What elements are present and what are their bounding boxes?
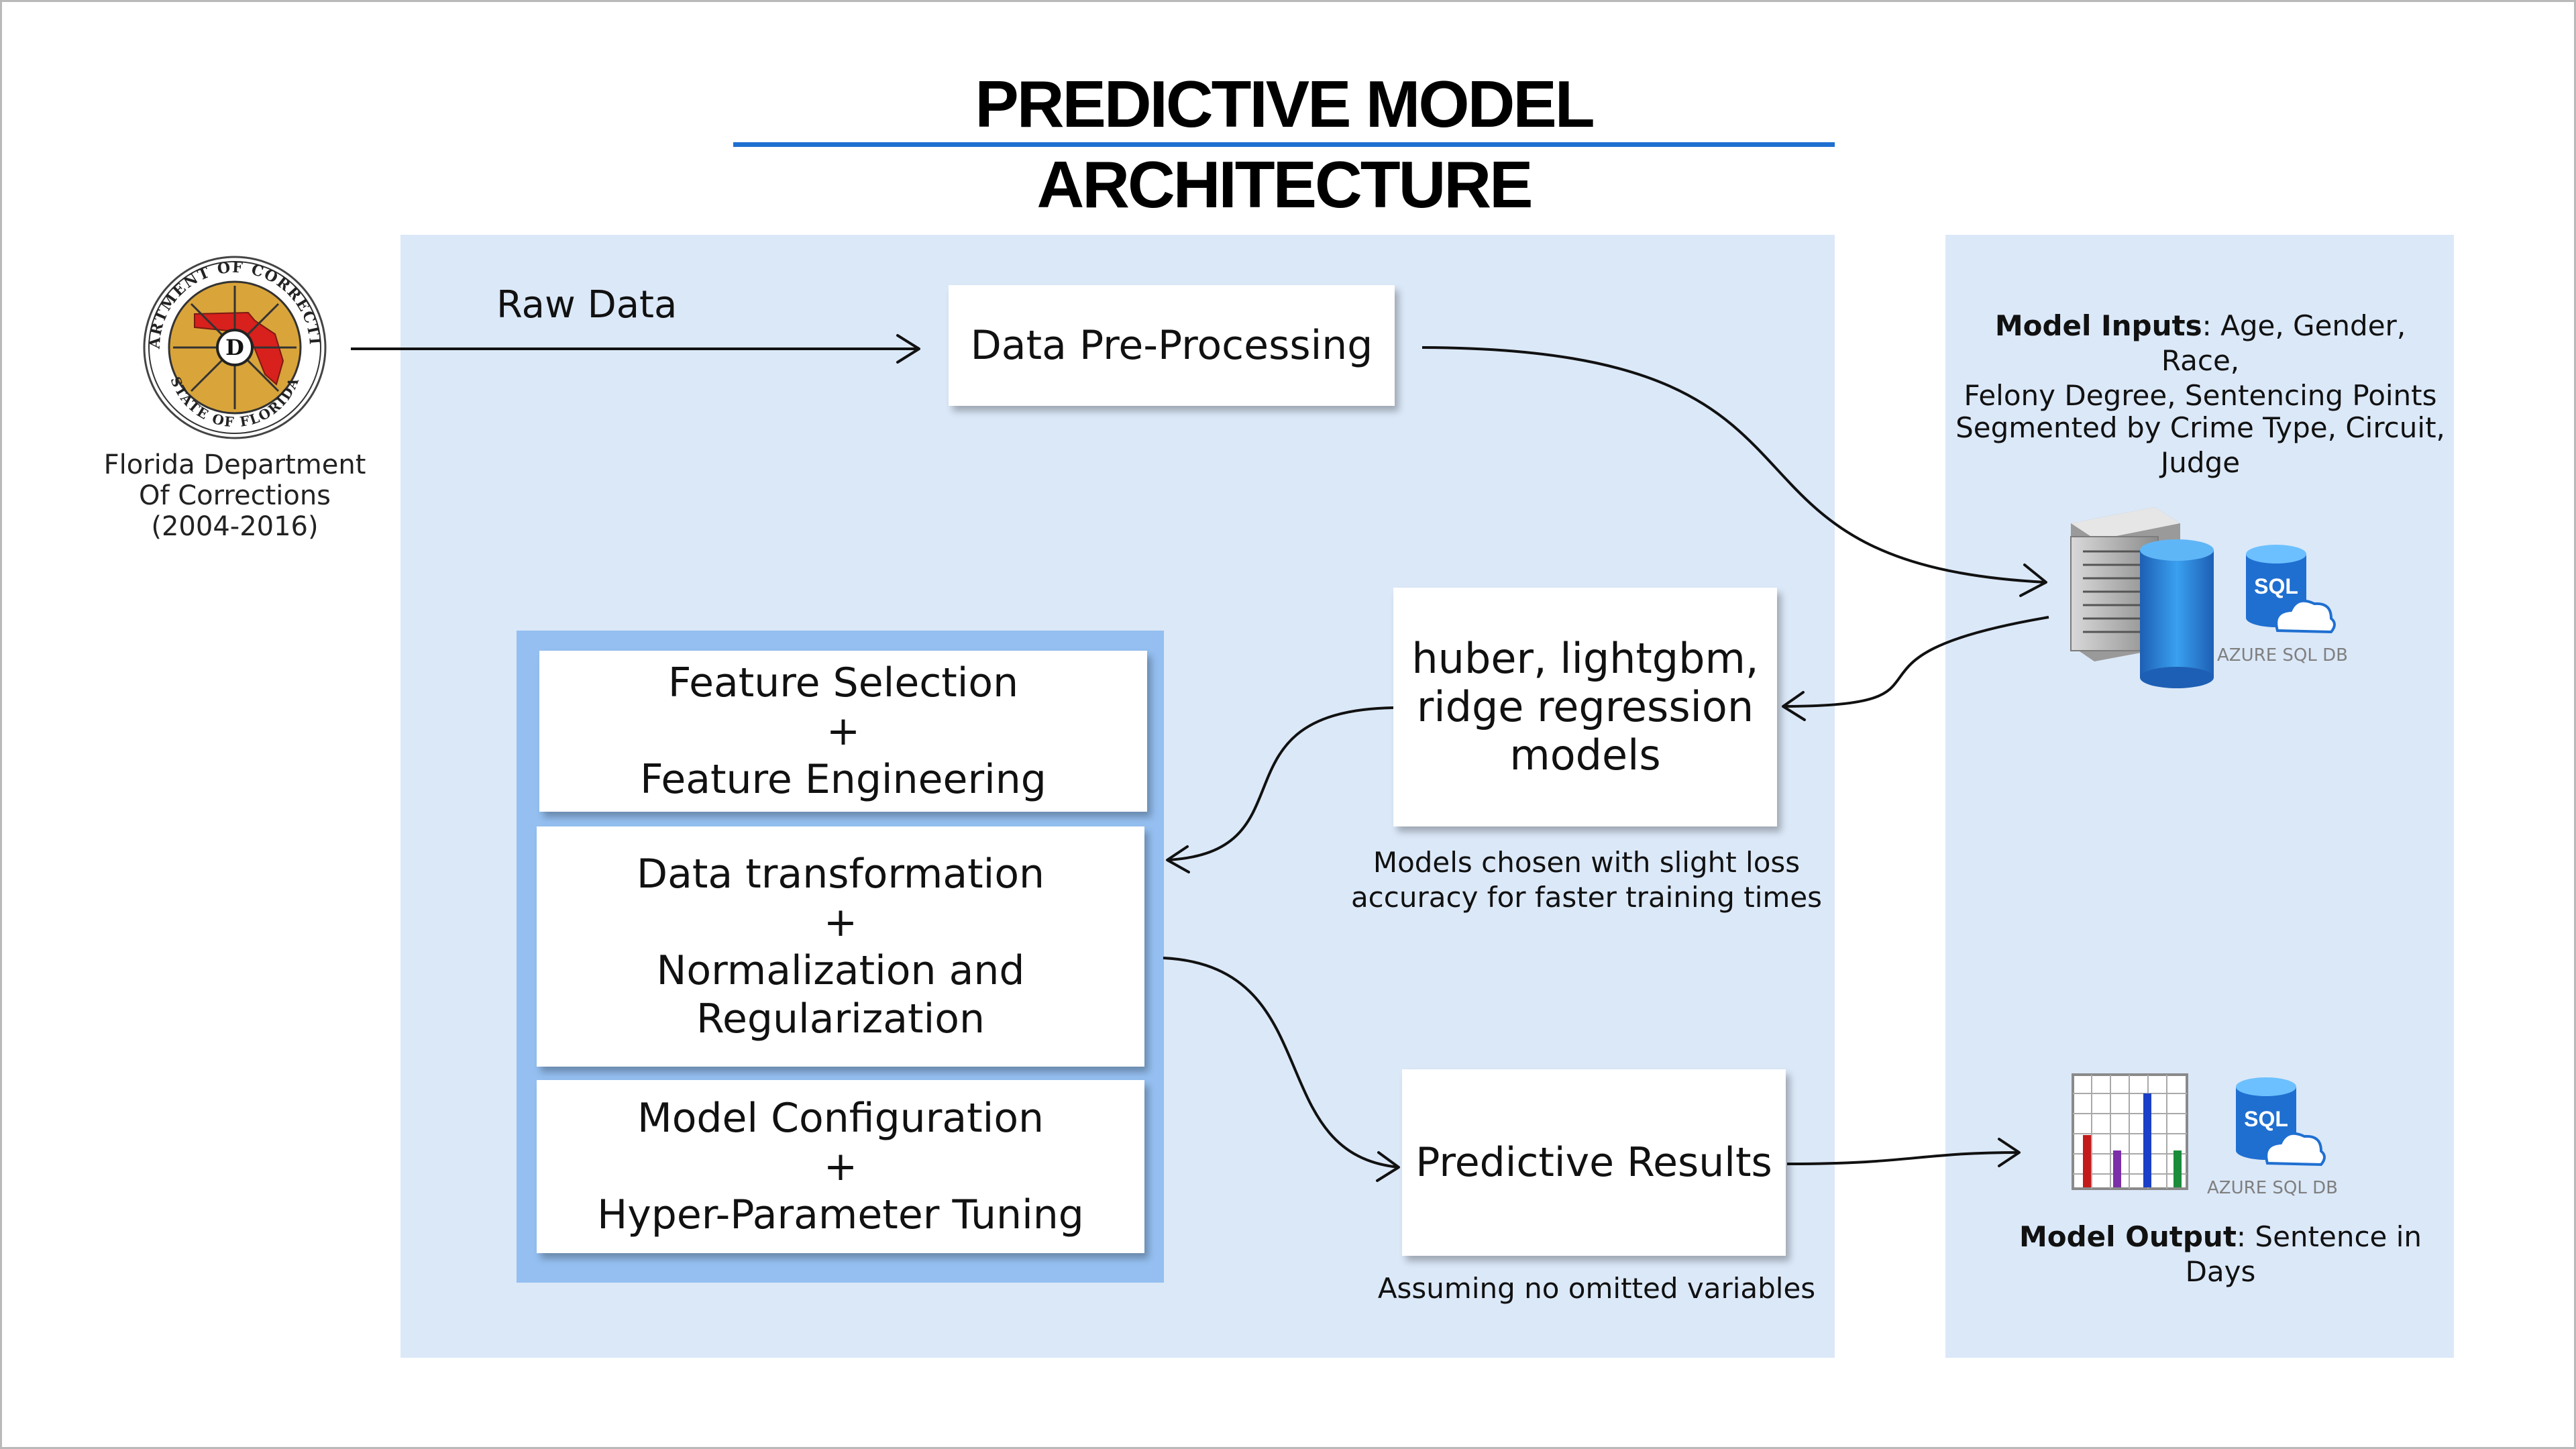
config-line1: Model Configuration [637,1095,1044,1142]
models-box: huber, lightgbm, ridge regression models [1393,588,1777,826]
transform-line1: Data transformation [636,851,1045,898]
models-note-line2: accuracy for faster training times [1350,881,1823,914]
feature-box: Feature Selection + Feature Engineering [539,651,1147,812]
source-line2: Of Corrections [138,480,331,511]
segmentation-line1: Segmented by Crime Type, Circuit, [1955,411,2445,444]
config-box: Model Configuration + Hyper-Parameter Tu… [537,1080,1144,1253]
page-title: PREDICTIVE MODEL ARCHITECTURE [975,67,1595,221]
models-note-line1: Models chosen with slight loss [1373,846,1801,879]
model-inputs-line2: Felony Degree, Sentencing Points [1964,379,2437,412]
results-label: Predictive Results [1415,1139,1772,1186]
preprocessing-label: Data Pre-Processing [970,322,1373,369]
feature-line1: Feature Selection [667,659,1019,706]
transform-line3: Normalization and [656,947,1025,994]
source-years: (2004-2016) [151,511,319,542]
preprocessing-box: Data Pre-Processing [949,285,1395,406]
results-box: Predictive Results [1402,1069,1786,1256]
model-output-value: : Sentence in Days [2185,1220,2422,1288]
title-underline [733,142,1835,147]
segmentation-text: Segmented by Crime Type, Circuit, Judge [1952,411,2449,480]
model-inputs-text: Model Inputs: Age, Gender, Race, Felony … [1952,309,2449,413]
segmentation-line2: Judge [2160,446,2241,479]
models-line3: models [1509,731,1661,780]
feature-line3: Feature Engineering [640,756,1046,803]
model-output-label: Model Output [2019,1220,2237,1253]
model-output-text: Model Output: Sentence in Days [1986,1220,2455,1289]
source-label: Florida Department Of Corrections (2004-… [87,449,382,542]
transform-line2: + [823,899,858,946]
config-line2: + [823,1143,858,1190]
source-line1: Florida Department [103,449,366,480]
raw-data-label: Raw Data [496,283,678,327]
model-inputs-line1: : Age, Gender, Race, [2161,309,2406,377]
config-line3: Hyper-Parameter Tuning [597,1191,1084,1238]
results-note: Assuming no omitted variables [1377,1272,1816,1305]
models-note: Models chosen with slight loss accuracy … [1328,845,1845,915]
azure-db-label-top: AZURE SQL DB [2217,645,2348,665]
models-line2: ridge regression [1416,682,1754,731]
azure-db-label-bottom: AZURE SQL DB [2207,1178,2338,1198]
transform-line4: Regularization [696,996,985,1042]
transform-box: Data transformation + Normalization and … [537,826,1144,1067]
model-inputs-label: Model Inputs [1994,309,2202,342]
models-line1: huber, lightgbm, [1411,634,1759,683]
feature-line2: + [826,708,861,755]
